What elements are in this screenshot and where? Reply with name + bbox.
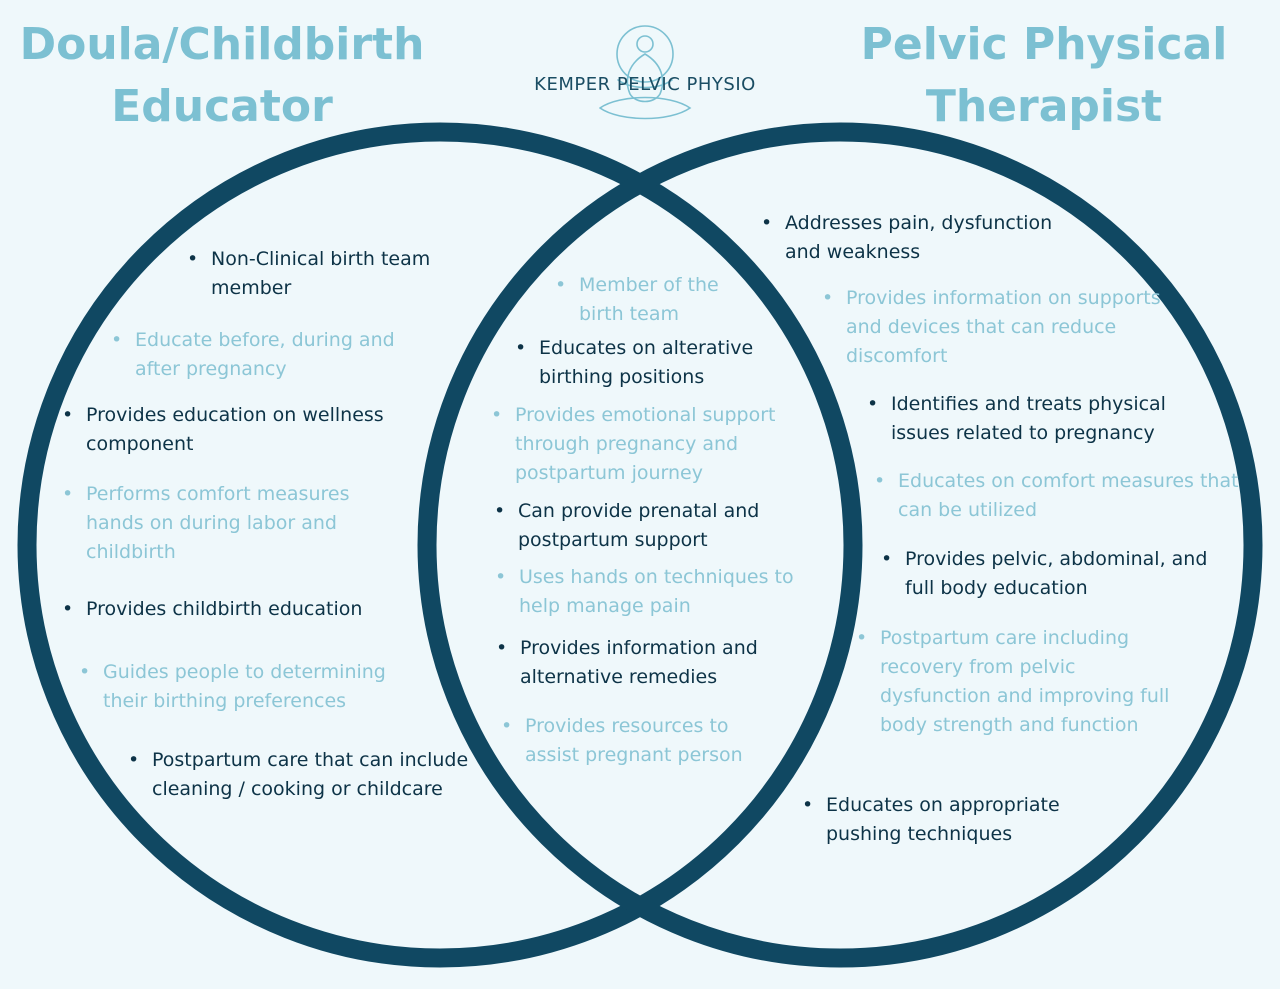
right-item-physical-issues: Identifies and treats physical issues re… xyxy=(867,390,1212,448)
left-title-line-2: Educator xyxy=(111,81,333,132)
meditating-figure-icon xyxy=(599,25,692,120)
right-item-body-education: Provides pelvic, abdominal, and full bod… xyxy=(881,545,1211,603)
left-circle xyxy=(17,122,863,968)
overlap-item-remedies: Provides information and alternative rem… xyxy=(496,634,796,692)
right-item-postpartum-recovery: Postpartum care including recovery from … xyxy=(856,624,1186,740)
right-item-pain-dysfunction: Addresses pain, dysfunction and weakness xyxy=(761,209,1091,267)
overlap-item-resources: Provides resources to assist pregnant pe… xyxy=(501,712,781,770)
logo: KEMPER PELVIC PHYSIO xyxy=(520,24,770,128)
right-title-line-2: Therapist xyxy=(925,81,1163,132)
left-item-educate-pregnancy: Educate before, during and after pregnan… xyxy=(111,326,441,384)
right-item-comfort-measures: Educates on comfort measures that can be… xyxy=(874,467,1259,525)
overlap-item-hands-on: Uses hands on techniques to help manage … xyxy=(495,563,805,621)
left-title-line-1: Doula/Childbirth xyxy=(19,19,425,70)
overlap-item-birth-team: Member of the birth team xyxy=(555,271,755,329)
overlap-item-birthing-positions: Educates on alterative birthing position… xyxy=(515,334,800,392)
left-circle-title: Doula/Childbirth Educator xyxy=(0,14,444,138)
left-item-wellness: Provides education on wellness component xyxy=(62,401,432,459)
right-item-pushing-techniques: Educates on appropriate pushing techniqu… xyxy=(802,791,1112,849)
overlap-item-prenatal-postpartum: Can provide prenatal and postpartum supp… xyxy=(494,497,804,555)
right-item-supports-devices: Provides information on supports and dev… xyxy=(822,284,1182,371)
left-item-birthing-preferences: Guides people to determining their birth… xyxy=(79,658,424,716)
right-circle xyxy=(417,122,1263,968)
right-title-line-1: Pelvic Physical xyxy=(860,19,1228,70)
logo-text: KEMPER PELVIC PHYSIO xyxy=(534,74,756,95)
right-circle-title: Pelvic Physical Therapist xyxy=(822,14,1266,138)
left-item-non-clinical: Non-Clinical birth team member xyxy=(187,245,447,303)
left-item-postpartum-care: Postpartum care that can include cleanin… xyxy=(128,746,473,804)
left-item-childbirth-education: Provides childbirth education xyxy=(62,595,422,624)
overlap-item-emotional-support: Provides emotional support through pregn… xyxy=(491,401,813,488)
left-item-comfort-measures: Performs comfort measures hands on durin… xyxy=(62,480,392,567)
